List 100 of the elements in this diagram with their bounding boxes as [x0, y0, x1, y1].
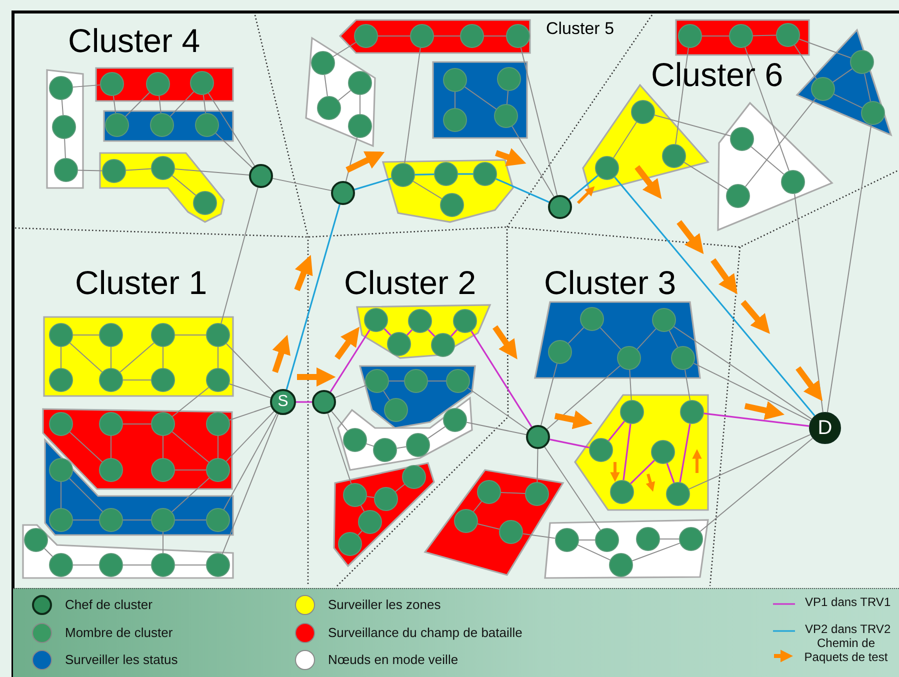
link-line — [215, 132, 253, 168]
link-line — [744, 98, 816, 188]
sensor-group-area — [104, 111, 233, 141]
node-label: D — [818, 418, 832, 438]
route-line — [286, 204, 340, 390]
link-line — [172, 431, 210, 463]
link-line — [72, 84, 101, 88]
link-line — [654, 114, 731, 136]
route-line — [450, 329, 458, 337]
sensor-group-area — [100, 153, 224, 222]
route-line — [704, 412, 810, 427]
legend-text: Nœuds en mode veille — [328, 653, 458, 666]
link-line — [794, 193, 824, 413]
sensor-group-area — [545, 520, 708, 578]
link-line — [338, 90, 352, 101]
link-line — [170, 91, 194, 117]
link-line — [688, 434, 811, 490]
legend-text: Surveiller les zones — [328, 598, 441, 611]
sensor-group-area — [44, 317, 233, 396]
link-line — [832, 68, 853, 83]
link-line — [668, 330, 678, 348]
link-line — [44, 548, 54, 558]
route-line — [679, 424, 691, 482]
route-line — [384, 328, 392, 336]
destination-node — [809, 412, 841, 444]
sensor-group-area — [433, 62, 527, 138]
route-line — [428, 329, 436, 337]
link-line — [684, 162, 728, 190]
cluster-title: Cluster 6 — [651, 58, 784, 91]
link-line — [72, 564, 100, 566]
link-line — [60, 482, 62, 508]
sensor-group-area — [23, 525, 233, 578]
sensor-group-area — [383, 160, 513, 222]
sensor-group-area — [357, 305, 490, 358]
link-line — [174, 334, 206, 336]
link-line — [600, 327, 622, 350]
link-line — [208, 92, 256, 166]
link-line — [477, 523, 500, 530]
sensor-group-area — [47, 70, 83, 188]
legend-text: VP2 dans TRV2 — [805, 623, 891, 635]
legend-text: VP1 dans TRV1 — [805, 596, 891, 608]
link-line — [226, 410, 275, 462]
link-line — [512, 126, 554, 198]
sensor-group-area — [583, 85, 708, 193]
link-line — [360, 505, 365, 512]
link-line — [396, 446, 407, 449]
cluster-title: Cluster 4 — [68, 24, 200, 57]
cluster-head-node — [249, 164, 273, 188]
route-line — [550, 438, 590, 448]
link-line — [112, 95, 116, 114]
link-line — [110, 346, 112, 368]
link-line — [64, 138, 66, 159]
sensor-group-area — [425, 470, 563, 575]
link-line — [500, 492, 526, 494]
cluster-title: Cluster 3 — [544, 266, 676, 299]
route-line — [406, 329, 412, 336]
link-line — [60, 346, 62, 368]
link-line — [464, 86, 497, 110]
link-line — [171, 478, 210, 512]
route-line — [630, 460, 655, 484]
route-line — [666, 463, 675, 483]
link-line — [125, 168, 152, 171]
link-line — [412, 180, 442, 200]
link-line — [334, 384, 366, 398]
legend-text: Mombre de cluster — [65, 626, 173, 639]
link-line — [693, 362, 812, 422]
link-line — [78, 170, 102, 172]
route-line — [414, 173, 434, 176]
sensor-group-area — [676, 20, 809, 55]
link-line — [327, 412, 352, 484]
link-line — [675, 47, 689, 145]
route-line — [614, 176, 816, 416]
link-line — [223, 412, 278, 510]
sensor-group-area — [340, 20, 530, 53]
link-line — [162, 436, 164, 458]
link-line — [636, 328, 656, 350]
link-line — [69, 342, 103, 372]
link-line — [577, 544, 611, 560]
link-line — [220, 187, 258, 324]
legend-text: Chemin de Paquets de test — [803, 636, 889, 665]
link-line — [162, 532, 164, 554]
link-line — [660, 538, 680, 540]
link-line — [172, 175, 196, 196]
link-line — [226, 343, 274, 394]
link-line — [331, 410, 348, 432]
link-line — [798, 38, 852, 58]
sensor-group-area — [306, 38, 375, 146]
sensor-group-area — [797, 30, 891, 135]
link-line — [358, 530, 362, 536]
link-line — [700, 438, 814, 532]
link-line — [454, 92, 456, 108]
link-line — [158, 95, 162, 114]
cluster-title: Cluster 5 — [546, 20, 614, 37]
link-line — [68, 478, 104, 512]
link-line — [752, 34, 776, 36]
sensor-group-area — [718, 103, 832, 230]
node-label: S — [278, 394, 288, 410]
route-line — [296, 401, 312, 403]
sensor-group-area — [535, 302, 700, 378]
link-line — [750, 146, 784, 175]
